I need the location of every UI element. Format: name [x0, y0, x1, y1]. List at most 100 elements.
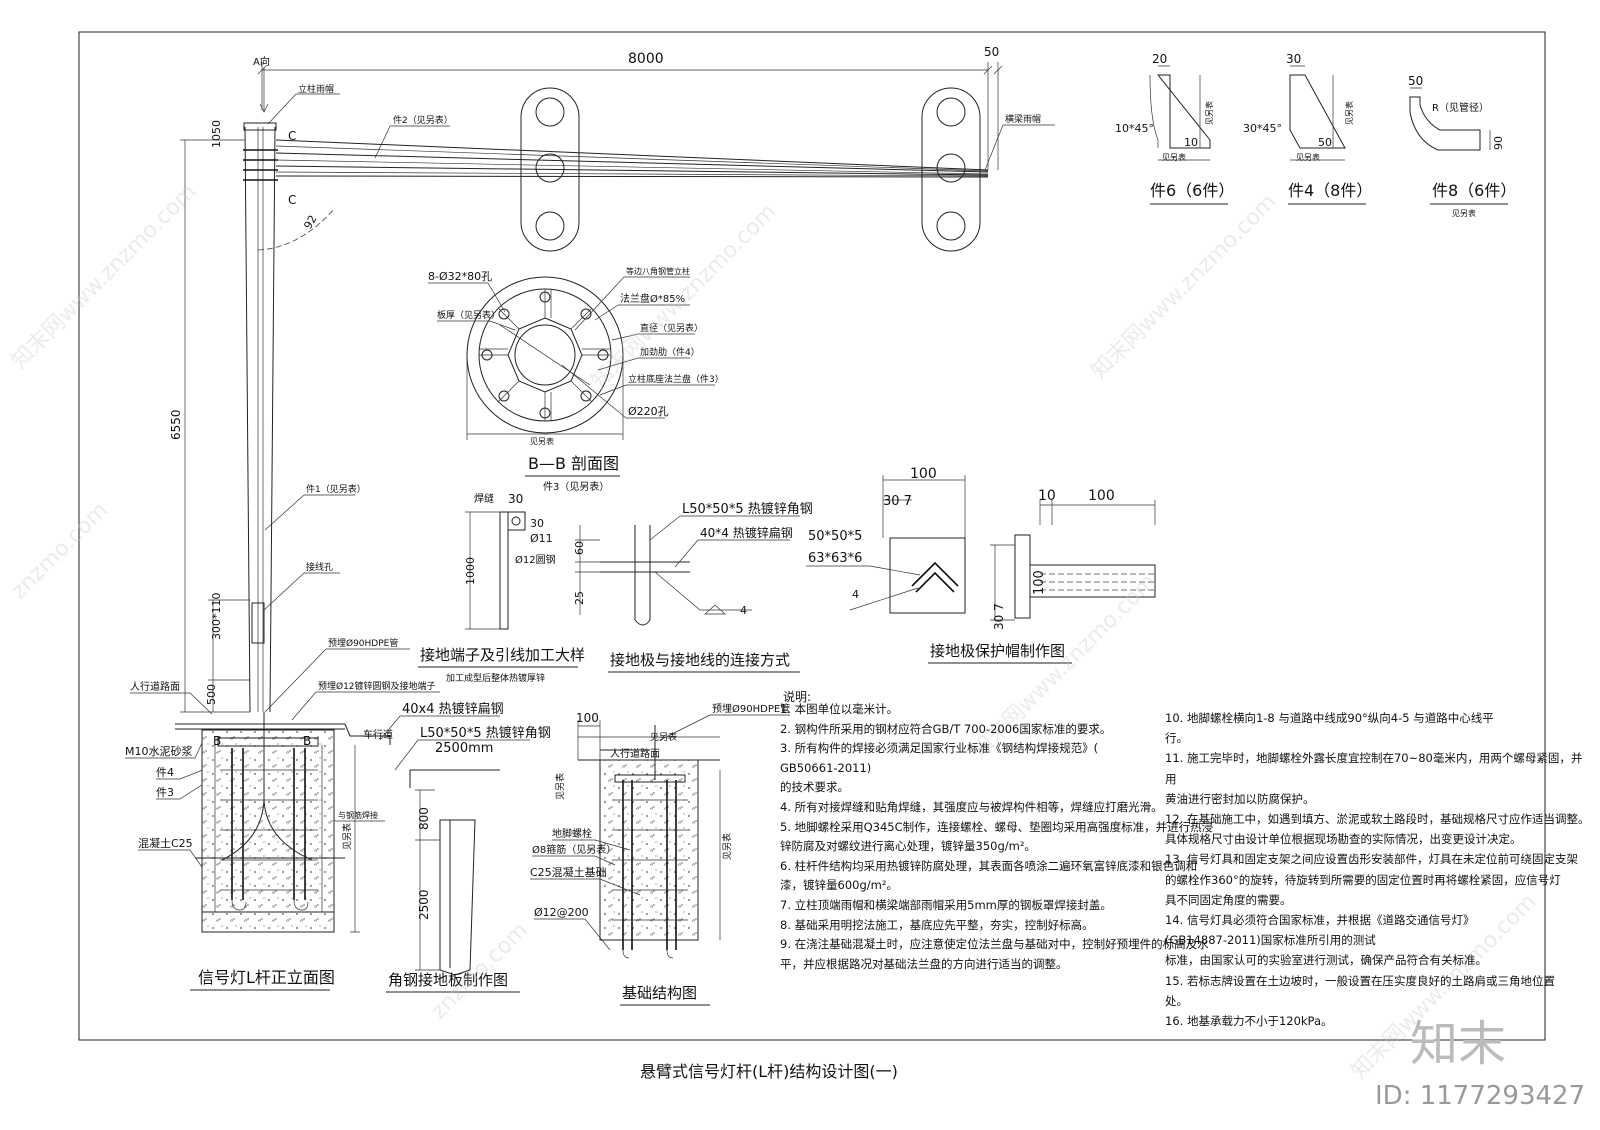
note-line: 5. 地脚螺栓采用Q345C制作，连接螺栓、螺母、垫圈均采用高强度标准，并进行热…	[780, 819, 1214, 834]
p8-d90: 90	[1492, 136, 1505, 150]
dim-1050: 1050	[210, 120, 223, 148]
bb-flange: 法兰盘Ø*85%	[620, 292, 685, 305]
bb-holes: 8-Ø32*80孔	[428, 270, 492, 283]
note-line: GB50661-2011)	[780, 760, 872, 775]
p8-r: R（见管径）	[1432, 101, 1489, 114]
p4-see-b: 见另表	[1296, 152, 1320, 162]
fd-see3: 见另表	[721, 833, 733, 860]
gt-d1000: 1000	[464, 557, 477, 585]
note-line: 漆，镀锌量600g/m²。	[780, 878, 898, 893]
note-line: 7. 立柱顶端雨帽和横梁端部雨帽采用5mm厚的钢板罩焊接封盖。	[780, 897, 1112, 912]
label-see-table: 见另表	[341, 823, 353, 850]
gc-weld4: 4	[740, 604, 747, 617]
watermark-site-2: znzmo.com	[7, 498, 113, 604]
gt-sub: 加工成型后整体热镀厚锌	[446, 672, 545, 684]
watermark-site-3: 知末网www.znzmo.com	[587, 199, 782, 394]
watermark-brand: 知末	[1410, 1016, 1506, 1072]
watermark-id: ID: 1177293427	[1375, 1081, 1585, 1111]
watermark-site-4: 知末网www.znzmo.com	[1087, 189, 1282, 384]
p8-see: 见另表	[1452, 208, 1476, 218]
cap-title: 接地极保护帽制作图	[930, 642, 1065, 660]
note-line: 8. 基础采用明挖法施工，基底应先平整，夯实，控制好标高。	[780, 917, 1094, 932]
pole-elevation: 8000 50 A向 6550 1050 300*110 500 92 C C …	[125, 45, 1055, 991]
p4-label: 件4（8件）	[1288, 181, 1372, 200]
fd-bolt: 地脚螺栓	[552, 827, 592, 840]
b-mark-right: B	[303, 734, 311, 748]
p6-d10: 10	[1184, 136, 1198, 149]
p4-d50: 50	[1318, 136, 1332, 149]
fd-hdpe: 预埋Ø90HDPE管	[712, 702, 790, 715]
dim-300x110: 300*110	[210, 593, 223, 641]
label-part2: 件2（见另表）	[393, 114, 453, 126]
label-beam-cap: 横梁雨帽	[1005, 113, 1041, 125]
gt-phi12: Ø12圆钢	[515, 553, 556, 566]
label-pre-steel: 预埋Ø12镀锌圆钢及接地端子	[318, 680, 436, 692]
foundation-detail: 100 见另表 预埋Ø90HDPE管 人行道路面 见另表 见另表 地脚螺栓 Ø8…	[530, 702, 790, 1006]
fd-sidewalk: 人行道路面	[610, 747, 660, 760]
p8-d50: 50	[1408, 74, 1423, 88]
ap-len: 2500mm	[435, 741, 493, 756]
fd-d100: 100	[576, 711, 599, 725]
ap-d2500: 2500	[417, 889, 431, 920]
gc-title: 接地极与接地线的连接方式	[610, 651, 790, 669]
note-line: 16. 地基承载力不小于120kPa。	[1165, 1014, 1333, 1029]
gt-d30: 30	[508, 492, 523, 506]
cap-s1: 50*50*5	[808, 529, 862, 544]
c-mark-bottom: C	[288, 193, 296, 207]
label-roadway: 车行道	[363, 728, 393, 741]
bb-diameter: 直径（见另表）	[640, 322, 703, 334]
gt-weld: 焊缝	[474, 492, 494, 505]
note-line: 2. 钢构件所采用的钢材应符合GB/T 700-2006国家标准的要求。	[780, 721, 1112, 736]
bb-rib: 加劲肋（件4）	[640, 346, 700, 358]
dim-6550: 6550	[169, 409, 183, 440]
cap-d100: 100	[910, 466, 937, 482]
bb-title: B—B 剖面图	[528, 454, 619, 473]
fd-see2: 见另表	[554, 773, 566, 800]
gt-title: 接地端子及引线加工大样	[420, 646, 585, 664]
elevation-foundation	[201, 729, 335, 933]
note-line: 1. 本图单位以毫米计。	[780, 702, 899, 716]
label-wire-hole: 接线孔	[306, 561, 333, 573]
note-line: (GB14887-2011)国家标准所引用的测试	[1165, 933, 1376, 948]
bb-plate: 板厚（见另表）	[437, 309, 500, 321]
label-concrete: 混凝土C25	[138, 836, 193, 850]
angle-92: 92	[301, 213, 319, 232]
label-mortar: M10水泥砂浆	[125, 744, 193, 758]
note-line: 13. 信号灯具和固定支架之间应设置齿形安装部件，灯具在未定位前可绕固定支架	[1165, 852, 1578, 867]
p4-see: 见另表	[1344, 101, 1354, 125]
label-part1: 件1（见另表）	[306, 483, 366, 495]
label-sidewalk: 人行道路面	[130, 680, 180, 693]
ap-title: 角钢接地板制作图	[388, 971, 508, 989]
ap-flat: 40x4 热镀锌扁钢	[402, 701, 504, 717]
note-line: 具体规格尺寸由设计单位根据现场勘查的实际情况，出变更设计决定。	[1165, 832, 1522, 847]
note-line: 15. 若标志牌设置在土边坡时，一般设置在压实度良好的土路肩或三角地位置	[1165, 973, 1555, 988]
p4-d30: 30	[1286, 52, 1301, 66]
label-pre-hdpe: 预埋Ø90HDPE管	[328, 637, 398, 649]
fd-rebar: Ø12@200	[534, 906, 589, 919]
fd-c25: C25混凝土基础	[530, 865, 607, 879]
label-weld-rebar: 与钢筋焊接	[338, 810, 378, 820]
protective-cap-detail: 100 30 7 50*50*5 63*63*6 4 10 100 100 30…	[806, 466, 1156, 664]
note-line: 10. 地脚螺栓横向1-8 与道路中线成90°纵向4-5 与道路中心线平	[1165, 711, 1494, 725]
fd-see1: 见另表	[650, 731, 677, 743]
note-line: 黄油进行密封加以防腐保护。	[1165, 791, 1315, 806]
note-line: 6. 柱杆件结构均采用热镀锌防腐处理，其表面各喷涂二遍环氧富锌底漆和银色调和	[780, 858, 1198, 873]
note-line: 4. 所有对接焊缝和贴角焊缝，其强度应与被焊构件相等，焊缝应打磨光滑。	[780, 799, 1163, 814]
p6-chamfer: 10*45°	[1115, 122, 1154, 135]
gc-d60: 60	[573, 541, 586, 555]
ap-d800: 800	[417, 807, 431, 830]
watermark-site-1: 知末网www.znzmo.com	[7, 179, 202, 374]
ground-terminal-detail: 1000 焊缝 30 30 Ø11 Ø12圆钢 接地端子及引线加工大样 加工成型…	[418, 492, 585, 684]
label-part4: 件4	[156, 766, 174, 779]
bb-section: 8-Ø32*80孔 等边八角钢管立柱 法兰盘Ø*85% 板厚（见另表） 直径（见…	[428, 266, 724, 493]
note-line: 14. 信号灯具必须符合国家标准，并根据《道路交通信号灯》	[1165, 913, 1475, 928]
notes-heading: 说明:	[783, 690, 812, 704]
sheet-border	[78, 31, 1546, 1041]
bb-sub: 件3（见另表）	[543, 480, 609, 493]
cap-w4: 4	[852, 588, 859, 601]
angle-plate-detail: 800 2500 40x4 热镀锌扁钢 L50*50*5 热镀锌角钢 2500m…	[379, 701, 551, 993]
ground-connection-detail: 60 25 L50*50*5 热镀锌角钢 40*4 热镀锌扁钢 4 接地极与接地…	[573, 501, 813, 673]
note-line: 处。	[1165, 993, 1188, 1008]
gc-angle: L50*50*5 热镀锌角钢	[682, 501, 813, 517]
